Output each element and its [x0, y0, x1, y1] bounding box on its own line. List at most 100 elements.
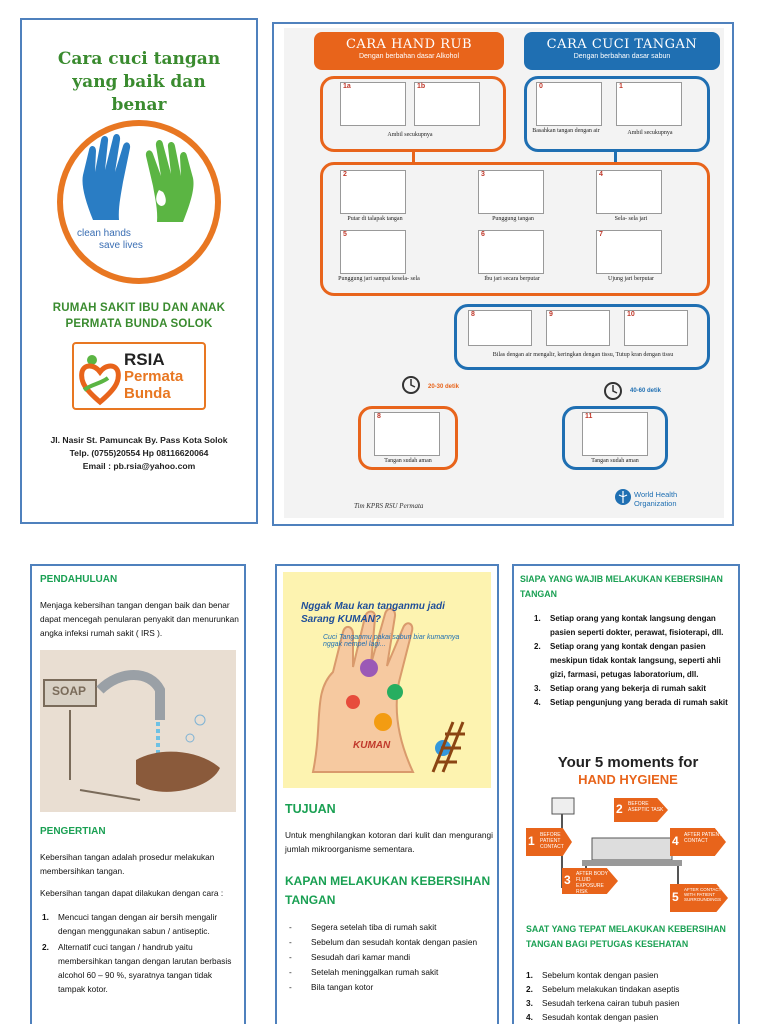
step-image: 11 — [582, 412, 648, 456]
hand-rub-header: CARA HAND RUB Dengan berbahan dasar Alko… — [314, 32, 504, 70]
definition-text: Kebersihan tangan adalah prosedur melaku… — [40, 852, 215, 876]
moment-number: 2 — [616, 802, 623, 816]
step-caption: Tangan sudah aman — [591, 458, 639, 464]
step-number: 4 — [599, 171, 603, 178]
hand-rub-title: CARA HAND RUB — [345, 37, 473, 52]
list-item: -Setelah meninggalkan rumah sakit — [289, 967, 439, 977]
cover-panel: Cara cuci tangan yang baik dan benar cle… — [20, 18, 258, 524]
step-number: 1 — [619, 83, 623, 90]
step-caption: Basahkan tangan dengan air — [532, 128, 600, 134]
rsia-logo-text: Bunda — [124, 385, 171, 402]
step-number: 8 — [377, 413, 381, 420]
step-number: 11 — [585, 413, 593, 420]
list-item: -Segera setelah tiba di rumah sakit — [289, 922, 437, 932]
moment-2-arrow: 2 BEFORE ASEPTIC TASK — [614, 798, 668, 822]
logo-text: clean hands — [77, 228, 131, 239]
health-worker-list: 1.Sebelum kontak dengan pasien 2.Sebelum… — [524, 968, 734, 1024]
step-image: 3 — [478, 170, 544, 214]
moment-number: 1 — [528, 834, 535, 848]
step-image: 2 — [340, 170, 406, 214]
list-item: -Sebelum dan sesudah kontak dengan pasie… — [289, 937, 478, 947]
moment-number: 3 — [564, 873, 571, 887]
hospital-name: RUMAH SAKIT IBU DAN ANAK PERMATA BUNDA S… — [22, 300, 256, 332]
rsia-logo-text: Permata — [124, 368, 184, 385]
step-number: 8 — [471, 311, 475, 318]
step-number: 0 — [539, 83, 543, 90]
who-line: World Health — [634, 490, 678, 499]
list-item: -Bila tangan kotor — [289, 982, 374, 992]
step-image: 8 — [468, 310, 532, 346]
germ-label: KUMAN — [353, 740, 391, 751]
step-caption: Sela- sela jari — [614, 216, 648, 222]
step-caption: Putar di talapak tangan — [347, 216, 403, 222]
hospital-name-line: RUMAH SAKIT IBU DAN ANAK — [52, 302, 226, 314]
timer-label: 40-60 detik — [630, 388, 662, 394]
who-emblem-icon — [615, 489, 631, 505]
soap-label: SOAP — [52, 684, 87, 698]
list-item: 4.Setiap pengunjung yang berada di rumah… — [534, 698, 728, 707]
definition-heading: PENGERTIAN — [40, 826, 106, 837]
email-line: Email : pb.rsia@yahoo.com — [82, 461, 196, 471]
who-must-list: 1.Setiap orang yang kontak langsung deng… — [532, 612, 732, 710]
intro-heading: PENDAHULUAN — [40, 574, 118, 585]
step-number: 10 — [627, 311, 635, 318]
list-item-text: Setelah meninggalkan rumah sakit — [311, 967, 439, 977]
step-number: 1b — [417, 83, 426, 90]
five-moments-diagram: Your 5 moments for HAND HYGIENE 1 BEFORE… — [522, 752, 734, 918]
moment-text: AFTER BODY FLUID EXPOSURE RISK — [576, 871, 608, 895]
poster-credit: Tim KPRS RSU Permata — [354, 502, 424, 510]
list-item-text: Bila tangan kotor — [311, 982, 374, 992]
contact-info: Jl. Nasir St. Pamuncak By. Pass Kota Sol… — [22, 434, 256, 473]
intro-panel: PENDAHULUAN Menjaga kebersihan tangan de… — [30, 564, 246, 1024]
germ-hand-icon — [283, 572, 491, 788]
list-item-text: Sesudah dari kamar mandi — [311, 952, 411, 962]
list-item-text: Setiap orang yang kontak langsung dengan… — [550, 614, 724, 637]
list-item-text: Setiap orang yang kontak dengan pasien m… — [550, 642, 721, 679]
who-line: Organization — [634, 499, 677, 508]
step-caption: Ambil secukupnya — [387, 132, 433, 138]
hand-wash-subtitle: Dengan berbahan dasar sabun — [573, 53, 671, 60]
step-image: 1 — [616, 82, 682, 126]
list-item: 4.Sesudah kontak dengan pasien — [526, 1012, 659, 1022]
list-item-text: Sebelum melakukan tindakan aseptis — [542, 984, 680, 994]
hand-rub-subtitle: Dengan berbahan dasar Alkohol — [358, 53, 460, 60]
rinse-box — [454, 304, 710, 370]
step-caption: Punggung tangan — [492, 216, 534, 222]
list-item-text: Sesudah terkena cairan tubuh pasien — [542, 998, 680, 1008]
cover-title: Cara cuci tangan yang baik dan benar — [22, 48, 256, 117]
cover-title-line: benar — [111, 95, 167, 115]
list-item-text: Alternatif cuci tangan / handrub yaitu m… — [58, 942, 232, 994]
heart-icon — [79, 355, 121, 406]
timer-icon — [604, 382, 622, 400]
list-item: 3.Setiap orang yang bekerja di rumah sak… — [534, 684, 707, 693]
intro-text: Menjaga kebersihan tangan dengan baik da… — [40, 600, 239, 638]
final-rub-box — [358, 406, 458, 470]
timer-icon — [402, 376, 420, 394]
clean-hands-logo: clean hands save lives — [57, 120, 221, 284]
list-item: 2.Setiap orang yang kontak dengan pasien… — [534, 642, 721, 679]
list-item-text: Sebelum kontak dengan pasien — [542, 970, 659, 980]
purpose-panel: Nggak Mau kan tanganmu jadi Sarang KUMAN… — [275, 564, 499, 1024]
shared-steps-box — [320, 162, 710, 296]
list-item-text: Mencuci tangan dengan air bersih mengali… — [58, 912, 218, 936]
step-number: 1a — [343, 83, 351, 90]
when-heading: KAPAN MELAKUKAN KEBERSIHAN TANGAN — [285, 874, 491, 907]
goal-heading: TUJUAN — [285, 802, 336, 816]
germ-poster-title: Nggak Mau kan tanganmu jadi Sarang KUMAN… — [301, 601, 445, 625]
moment-3-arrow: 3 AFTER BODY FLUID EXPOSURE RISK — [562, 868, 618, 894]
list-item: 1.Sebelum kontak dengan pasien — [526, 970, 659, 980]
step-number: 2 — [343, 171, 347, 178]
step-caption: Bilas dengan air mengalir, keringkan den… — [492, 352, 674, 358]
who-must-heading: SIAPA YANG WAJIB MELAKUKAN KEBERSIHAN TA… — [520, 574, 723, 599]
definition-text: Kebersihan tangan dapat dilakukan dengan… — [40, 888, 224, 898]
list-item-text: Sebelum dan sesudah kontak dengan pasien — [311, 937, 478, 947]
list-item: 1.Setiap orang yang kontak langsung deng… — [534, 614, 724, 637]
rsia-logo-text: RSIA — [124, 350, 165, 369]
step-number: 5 — [343, 231, 347, 238]
hand-wash-title: CARA CUCI TANGAN — [546, 37, 698, 52]
moment-text: AFTER CONTACT WITH PATIENT SURROUNDINGS — [684, 887, 722, 902]
definition-list: 1.Mencuci tangan dengan air bersih menga… — [40, 910, 236, 996]
step-image: 10 — [624, 310, 688, 346]
list-item: 1.Mencuci tangan dengan air bersih menga… — [42, 912, 218, 936]
moment-text: AFTER PATIENT CONTACT — [684, 832, 723, 844]
